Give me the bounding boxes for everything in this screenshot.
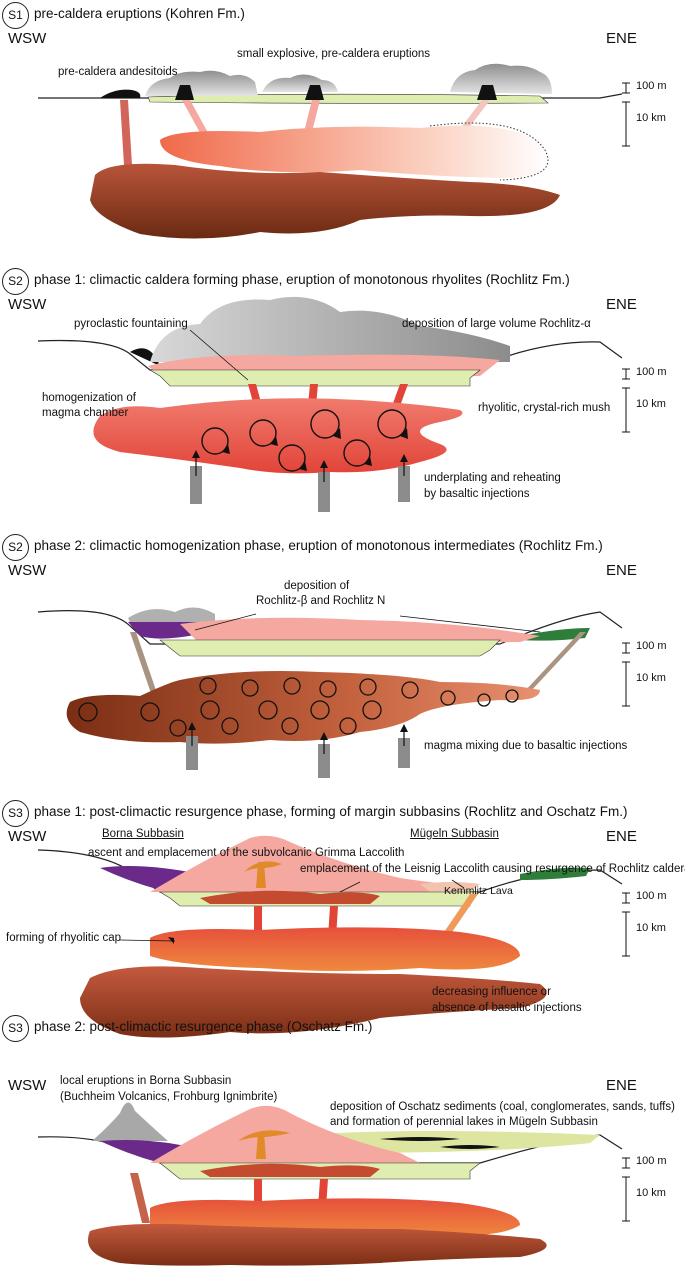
right-direction-label: ENE — [606, 562, 637, 579]
stage-badge: S2 — [2, 534, 29, 561]
scale-10km: 10 km — [636, 922, 666, 934]
label-kemmlitz-lava: Kemmlitz Lava — [444, 885, 513, 897]
panel-s2-phase2-illustration — [37, 607, 623, 778]
label-decreasing-2: absence of basaltic injections — [432, 1002, 582, 1014]
panel-title: phase 2: post-climactic resurgence phase… — [34, 1019, 373, 1034]
panel-s1: S1 pre-caldera eruptions (Kohren Fm.) WS… — [0, 0, 685, 253]
left-direction-label: WSW — [8, 296, 47, 313]
scale-10km: 10 km — [636, 1187, 666, 1199]
panel-s2-phase1: S2 phase 1: climactic caldera forming ph… — [0, 266, 685, 519]
right-direction-label: ENE — [606, 1077, 637, 1094]
panel-s3-phase2: S3 phase 2: post-climactic resurgence ph… — [0, 1013, 685, 1266]
label-underplating-2: by basaltic injections — [424, 488, 530, 500]
panel-s3-phase1: S3 phase 1: post-climactic resurgence ph… — [0, 798, 685, 1051]
scale-bar-ticks — [622, 82, 630, 147]
scale-100m: 100 m — [636, 890, 667, 902]
label-andesitoids: pre-caldera andesitoids — [58, 66, 178, 78]
left-direction-label: WSW — [8, 562, 47, 579]
stage-badge: S3 — [2, 800, 29, 827]
label-magma-mixing: magma mixing due to basaltic injections — [424, 740, 628, 752]
scale-bar-ticks — [622, 368, 630, 433]
panel-title: pre-caldera eruptions (Kohren Fm.) — [34, 6, 245, 21]
label-deposition: deposition of large volume Rochlitz-α — [402, 318, 591, 330]
scale-10km: 10 km — [636, 672, 666, 684]
panel-title: phase 1: post-climactic resurgence phase… — [34, 804, 628, 819]
stage-badge: S3 — [2, 1015, 29, 1042]
right-direction-label: ENE — [606, 30, 637, 47]
panel-s1-illustration — [38, 63, 623, 239]
scale-10km: 10 km — [636, 398, 666, 410]
stage-badge: S1 — [2, 2, 29, 29]
label-homogenization-1: homogenization of — [42, 392, 136, 404]
scale-100m: 100 m — [636, 640, 667, 652]
label-decreasing-1: decreasing influence or — [432, 986, 551, 998]
scale-bar-ticks — [622, 1157, 630, 1222]
label-oschatz-2: and formation of perennial lakes in Müge… — [330, 1116, 598, 1128]
left-direction-label: WSW — [8, 828, 47, 845]
scale-bar-ticks — [622, 642, 630, 707]
label-leisnig-laccolith: emplacement of the Leisnig Laccolith cau… — [300, 863, 685, 875]
label-mugeln-subbasin: Mügeln Subbasin — [410, 828, 499, 840]
panel-title: phase 1: climactic caldera forming phase… — [34, 272, 570, 287]
label-oschatz-1: deposition of Oschatz sediments (coal, c… — [330, 1101, 675, 1113]
left-direction-label: WSW — [8, 1077, 47, 1094]
panel-title: phase 2: climactic homogenization phase,… — [34, 538, 603, 553]
label-grimma-laccolith: ascent and emplacement of the subvolcani… — [88, 847, 405, 859]
label-small-eruptions: small explosive, pre-caldera eruptions — [237, 48, 431, 60]
panel-s2-phase2: S2 phase 2: climactic homogenization pha… — [0, 532, 685, 785]
label-rhyolitic-cap: forming of rhyolitic cap — [6, 932, 122, 944]
right-direction-label: ENE — [606, 828, 637, 845]
right-direction-label: ENE — [606, 296, 637, 313]
label-underplating-1: underplating and reheating — [424, 472, 561, 484]
label-local-eruptions-1: local eruptions in Borna Subbasin — [60, 1075, 232, 1087]
scale-bar-ticks — [622, 892, 630, 957]
label-fountaining: pyroclastic fountaining — [74, 318, 188, 330]
label-local-eruptions-2: (Buchheim Volcanics, Frohburg Ignimbrite… — [60, 1091, 278, 1103]
panel-s3-phase2-illustration — [37, 1102, 623, 1266]
label-homogenization-2: magma chamber — [42, 407, 129, 419]
scale-100m: 100 m — [636, 80, 667, 92]
scale-100m: 100 m — [636, 1155, 667, 1167]
label-deposition-2: Rochlitz-β and Rochlitz N — [256, 595, 386, 607]
stage-badge: S2 — [2, 268, 29, 295]
label-deposition-1: deposition of — [284, 580, 350, 592]
scale-10km: 10 km — [636, 112, 666, 124]
label-mush: rhyolitic, crystal-rich mush — [478, 402, 611, 414]
panel-s3-phase1-illustration — [37, 835, 623, 1038]
left-direction-label: WSW — [8, 30, 47, 47]
scale-100m: 100 m — [636, 366, 667, 378]
panel-s2-phase1-illustration — [37, 296, 623, 512]
label-borna-subbasin: Borna Subbasin — [102, 828, 184, 840]
